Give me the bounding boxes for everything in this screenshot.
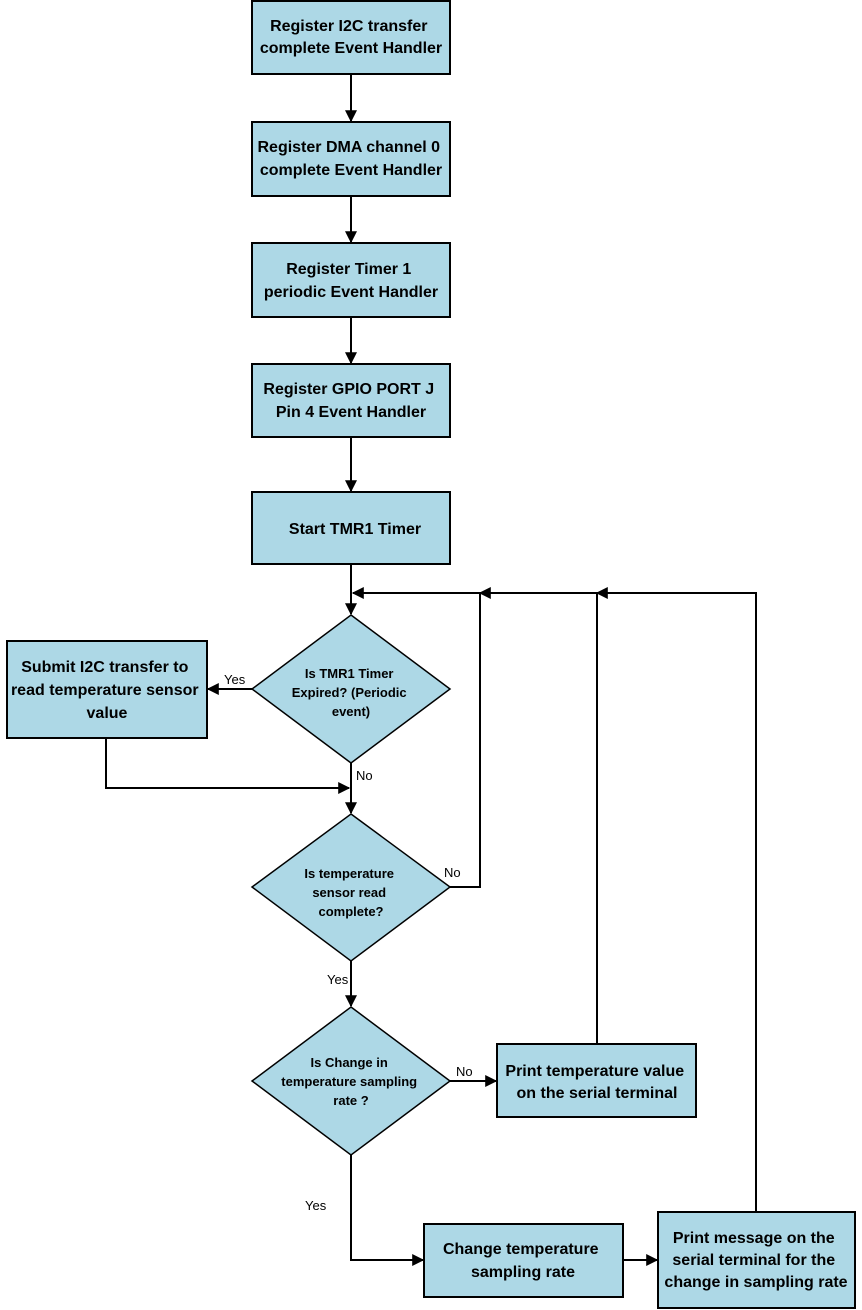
node-text: Is TMR1 Timer	[305, 666, 394, 681]
node-text: complete?	[318, 904, 383, 919]
node-print-message: Print message on the serial terminal for…	[657, 1211, 856, 1309]
label-timer-yes: Yes	[224, 672, 246, 687]
node-register-i2c: Register I2C transfer complete Event Han…	[251, 0, 451, 75]
node-start-timer: Start TMR1 Timer	[251, 491, 451, 565]
node-text: Start TMR1 Timer	[289, 521, 421, 538]
node-text: on the serial terminal	[517, 1085, 678, 1102]
node-register-gpio: Register GPIO PORT J Pin 4 Event Handler	[251, 363, 451, 438]
node-text: read temperature sensor	[11, 682, 199, 699]
svg-text:Is Change in temperature: Is Change in temperature sampling rate ?	[281, 1055, 420, 1108]
svg-text:Submit I2C transfer to r: Submit I2C transfer to read temperature …	[11, 659, 203, 722]
node-text: Register GPIO PORT J	[263, 381, 434, 398]
node-text: change in sampling rate	[664, 1274, 847, 1291]
svg-text:Register Timer 1 periodi: Register Timer 1 periodic Event Handler	[264, 261, 438, 301]
label-timer-no: No	[356, 768, 373, 783]
edge-print-loop	[478, 587, 598, 1043]
decision-rate-change: Is Change in temperature sampling rate ?	[250, 1006, 452, 1156]
node-text: complete Event Handler	[260, 162, 442, 179]
node-text: Register DMA channel 0	[257, 139, 440, 156]
svg-text:Is TMR1 Timer Expired? (: Is TMR1 Timer Expired? (Periodic event)	[292, 666, 411, 719]
node-register-dma: Register DMA channel 0 complete Event Ha…	[251, 121, 451, 197]
node-text: Register Timer 1	[286, 261, 411, 278]
node-text: temperature sampling	[281, 1074, 417, 1089]
label-rate-yes: Yes	[305, 1198, 327, 1213]
node-register-timer: Register Timer 1 periodic Event Handler	[251, 242, 451, 318]
decision-read-complete: Is temperature sensor read complete?	[250, 813, 452, 962]
edge-rate-yes	[350, 1155, 425, 1266]
node-text: Print temperature value	[505, 1063, 684, 1080]
label-read-no: No	[444, 865, 461, 880]
svg-text:Is temperature sensor re: Is temperature sensor read complete?	[304, 866, 397, 919]
edge-msg-loop	[595, 587, 757, 1211]
node-change-rate: Change temperature sampling rate	[423, 1223, 624, 1298]
edges	[105, 74, 757, 1266]
svg-text:Start TMR1 Timer: Start TMR1 Timer	[289, 521, 421, 538]
node-text: Is temperature	[304, 866, 394, 881]
node-text: sampling rate	[471, 1264, 575, 1281]
svg-text:Register DMA channel 0 c: Register DMA channel 0 complete Event Ha…	[257, 139, 444, 179]
node-text: Pin 4 Event Handler	[276, 404, 426, 421]
node-text: event)	[332, 704, 370, 719]
svg-text:Register GPIO PORT J Pin: Register GPIO PORT J Pin 4 Event Handler	[263, 381, 438, 421]
node-text: Submit I2C transfer to	[21, 659, 188, 676]
node-text: rate ?	[333, 1093, 368, 1108]
edge-read-no	[351, 587, 481, 888]
svg-text:Change temperature sampl: Change temperature sampling rate	[443, 1241, 603, 1281]
node-text: sensor read	[312, 885, 386, 900]
svg-text:Register I2C transfer co: Register I2C transfer complete Event Han…	[260, 18, 442, 57]
svg-text:Print temperature value: Print temperature value on the serial te…	[505, 1063, 688, 1102]
node-print-temperature: Print temperature value on the serial te…	[496, 1043, 697, 1118]
edge-submit-return	[105, 738, 351, 794]
node-text: periodic Event Handler	[264, 284, 438, 301]
node-text: Expired? (Periodic	[292, 685, 407, 700]
node-text: serial terminal for the	[672, 1252, 835, 1269]
label-rate-no: No	[456, 1064, 473, 1079]
label-read-yes: Yes	[327, 972, 349, 987]
node-text: Register I2C transfer	[270, 18, 427, 35]
node-text: Is Change in	[311, 1055, 388, 1070]
node-text: Change temperature	[443, 1241, 599, 1258]
node-text: complete Event Handler	[260, 40, 442, 57]
node-text: Print message on the	[673, 1230, 835, 1247]
node-text: value	[87, 705, 128, 722]
decision-timer-expired: Is TMR1 Timer Expired? (Periodic event)	[250, 614, 452, 764]
node-submit-i2c: Submit I2C transfer to read temperature …	[6, 640, 208, 739]
svg-text:Print message on the ser: Print message on the serial terminal for…	[664, 1230, 847, 1291]
